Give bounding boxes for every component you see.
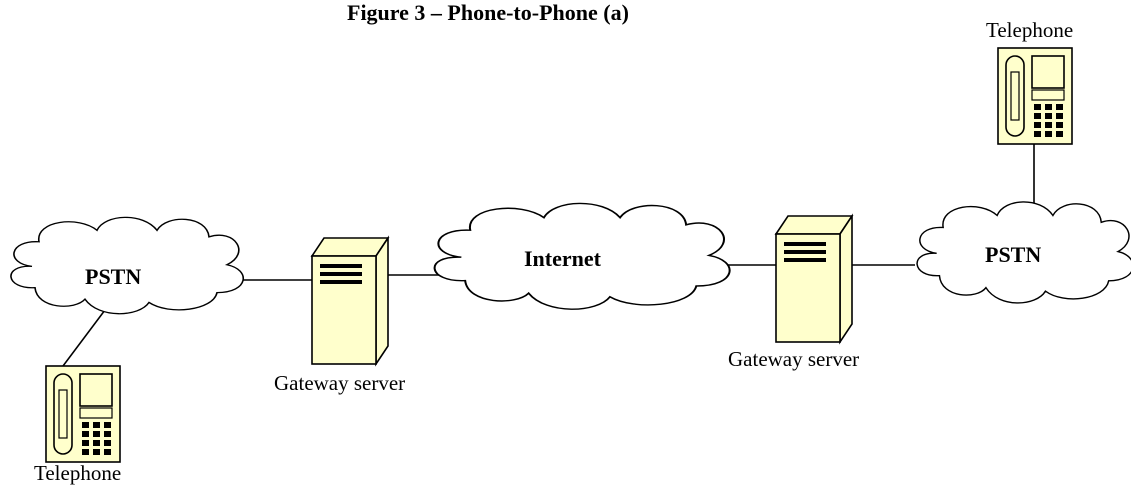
pstn-right-label: PSTN — [985, 242, 1042, 267]
figure-title: Figure 3 – Phone-to-Phone (a) — [347, 0, 629, 25]
telephone-right-label: Telephone — [986, 18, 1074, 42]
telephone-left-label: Telephone — [34, 461, 122, 485]
telephone-left-icon — [45, 365, 121, 463]
gateway-left-server-icon — [311, 237, 389, 365]
gateway-left-label: Gateway server — [274, 371, 406, 395]
pstn-left-label: PSTN — [85, 264, 142, 289]
gateway-right-label: Gateway server — [728, 347, 860, 371]
internet-label: Internet — [524, 246, 601, 271]
telephone-right-icon — [997, 47, 1073, 145]
gateway-right-server-icon — [775, 215, 853, 343]
